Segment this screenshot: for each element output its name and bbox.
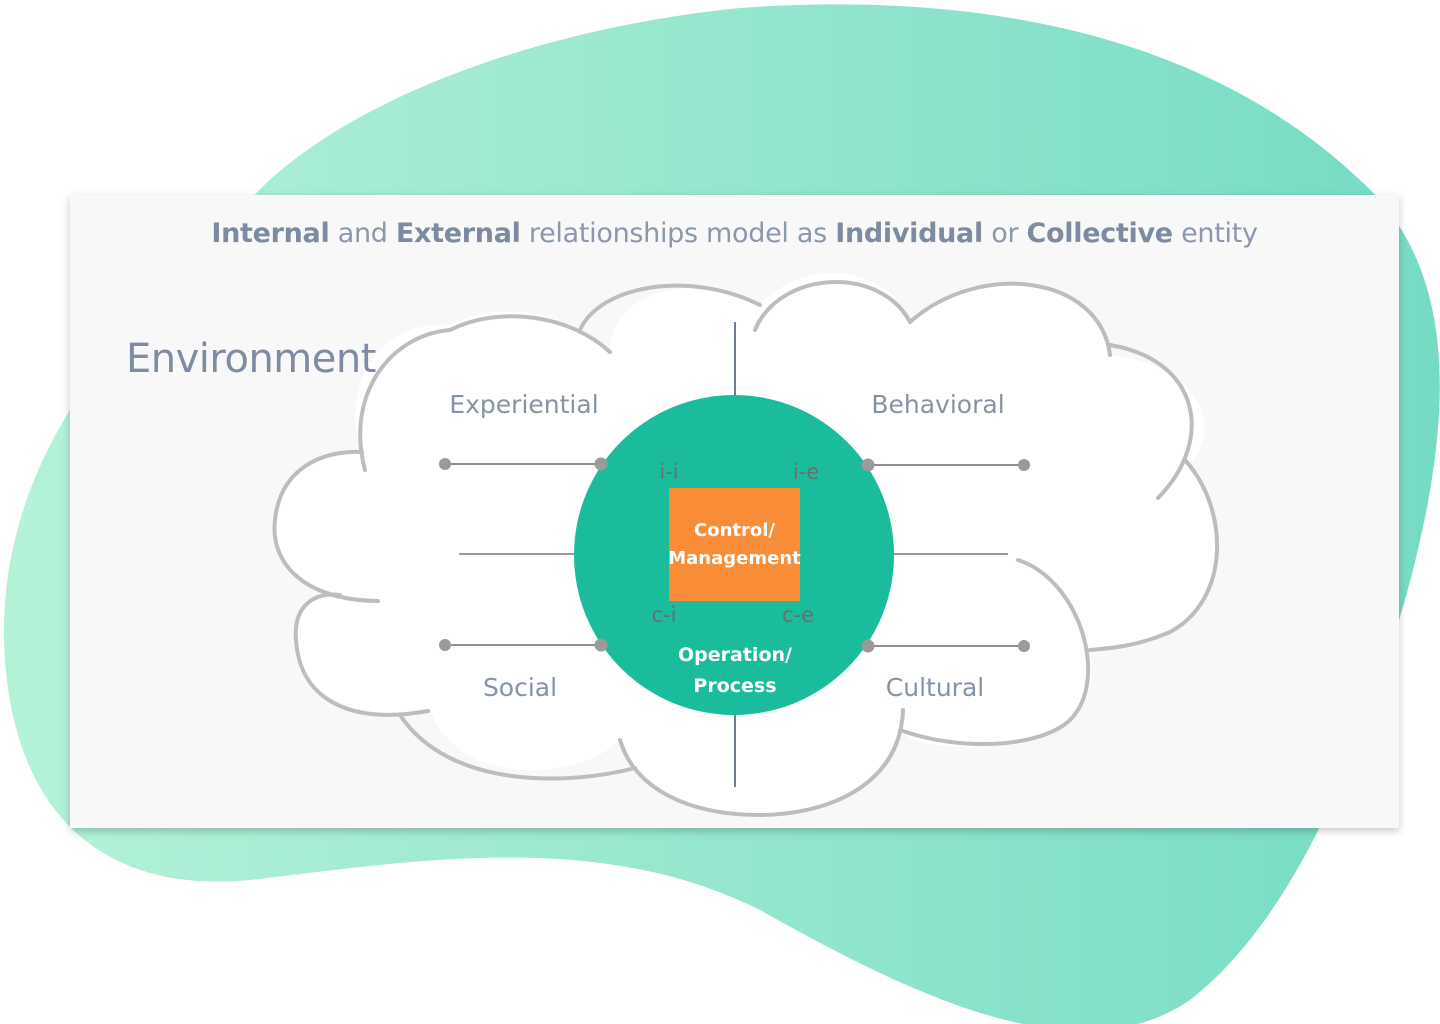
connector-dot-top-left-outer	[439, 458, 451, 470]
connector-dot-top-right-inner	[861, 458, 875, 472]
title-individual: Individual	[835, 218, 983, 249]
connector-dot-bottom-left-inner	[594, 638, 608, 652]
connector-dot-bottom-right-outer	[1018, 640, 1030, 652]
title-and: and	[329, 218, 396, 249]
connector-dot-top-right-outer	[1018, 459, 1030, 471]
title-entity: entity	[1172, 218, 1258, 249]
connector-dot-top-left-inner	[594, 457, 608, 471]
sector-label-experiential: Experiential	[449, 390, 599, 419]
core-label-line2: Management	[668, 547, 801, 569]
connector-dot-bottom-right-inner	[861, 639, 875, 653]
environment-label: Environment	[126, 336, 376, 382]
title-internal: Internal	[211, 218, 330, 249]
corner-label-i-i: i-i	[659, 460, 679, 484]
title-collective: Collective	[1026, 218, 1174, 249]
sector-label-social: Social	[482, 673, 558, 702]
connector-dot-bottom-left-outer	[439, 639, 451, 651]
corner-label-i-e: i-e	[792, 460, 820, 484]
process-label-line2: Process	[693, 675, 777, 697]
core-label-line1: Control/	[694, 519, 775, 541]
sector-label-behavioral: Behavioral	[871, 390, 1005, 419]
diagram-title: Internal and External relationships mode…	[70, 218, 1399, 249]
sector-label-cultural: Cultural	[885, 673, 985, 702]
title-external: External	[395, 218, 521, 249]
title-or: or	[982, 218, 1027, 249]
process-label-line1: Operation/	[678, 644, 792, 666]
title-relationships: relationships model as	[520, 218, 836, 249]
corner-label-c-e: c-e	[781, 603, 815, 627]
operation-process-label: Operation/ Process	[678, 640, 792, 702]
corner-label-c-i: c-i	[651, 603, 677, 627]
control-management-box: Control/ Management	[668, 488, 801, 601]
